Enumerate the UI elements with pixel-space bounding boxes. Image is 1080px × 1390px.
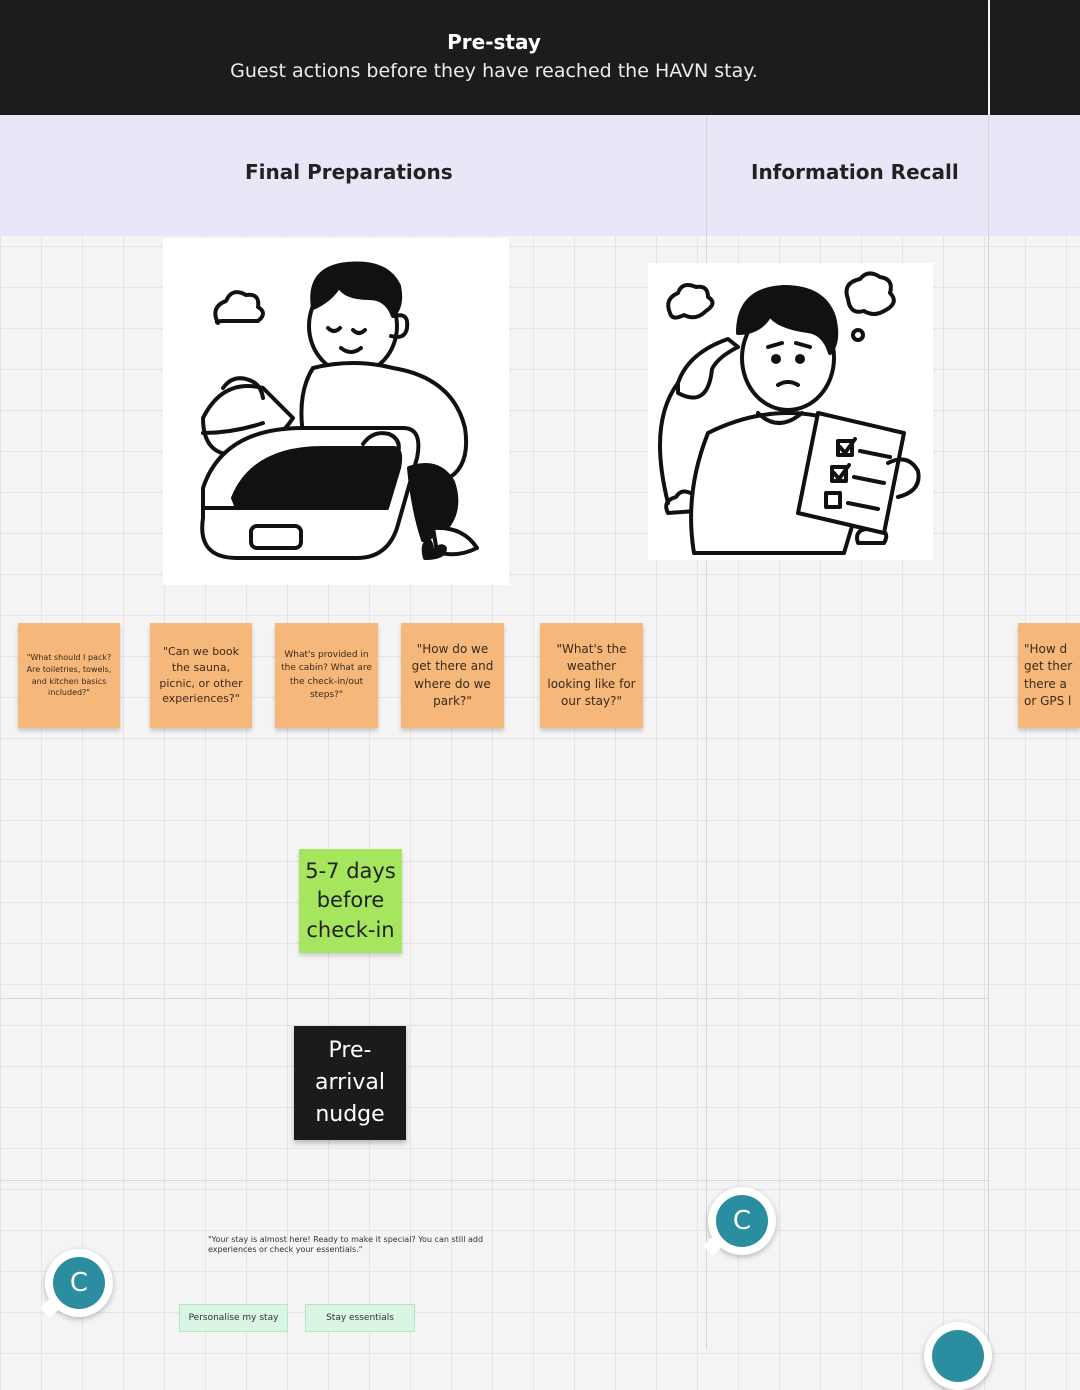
avatar-initial: C <box>53 1257 105 1309</box>
stage-divider <box>988 115 989 1350</box>
sticky-note-partial[interactable]: "How d get ther there a or GPS l <box>1018 623 1080 728</box>
comment-marker[interactable]: C <box>40 1249 113 1318</box>
person-thinking-checklist-icon <box>658 271 921 555</box>
packing-illustration[interactable] <box>163 238 509 585</box>
comment-marker-partial[interactable] <box>924 1322 992 1390</box>
stage-header: Pre-stay Guest actions before they have … <box>0 0 988 115</box>
timing-note[interactable]: 5-7 days before check-in <box>299 849 402 953</box>
message-text: "Your stay is almost here! Ready to make… <box>208 1235 484 1254</box>
section-label-information-recall: Information Recall <box>751 160 959 184</box>
sticky-note[interactable]: "Can we book the sauna, picnic, or other… <box>150 623 252 728</box>
thinking-illustration[interactable] <box>648 263 933 560</box>
next-stage-header <box>990 0 1080 115</box>
touchpoint-note[interactable]: Pre-arrival nudge <box>294 1026 406 1140</box>
person-packing-suitcase-icon <box>200 261 479 560</box>
sticky-note[interactable]: What's provided in the cabin? What are t… <box>275 623 378 728</box>
section-band <box>0 115 1080 236</box>
sticky-note[interactable]: "How do we get there and where do we par… <box>401 623 504 728</box>
lane-divider <box>0 998 988 999</box>
comment-tail-icon <box>40 1298 60 1318</box>
avatar-initial: C <box>716 1195 768 1247</box>
stage-subtitle: Guest actions before they have reached t… <box>230 60 758 82</box>
sticky-note[interactable]: "What's the weather looking like for our… <box>540 623 643 728</box>
comment-marker[interactable]: C <box>703 1187 776 1256</box>
lane-divider <box>0 1180 988 1181</box>
personalise-stay-button[interactable]: Personalise my stay <box>179 1304 288 1332</box>
avatar-partial-icon <box>932 1330 984 1382</box>
section-divider <box>706 115 707 1350</box>
stay-essentials-button[interactable]: Stay essentials <box>305 1304 415 1332</box>
section-label-final-preparations: Final Preparations <box>245 160 453 184</box>
stage-title: Pre-stay <box>447 30 541 54</box>
sticky-note[interactable]: "What should I pack? Are toiletries, tow… <box>18 623 120 728</box>
